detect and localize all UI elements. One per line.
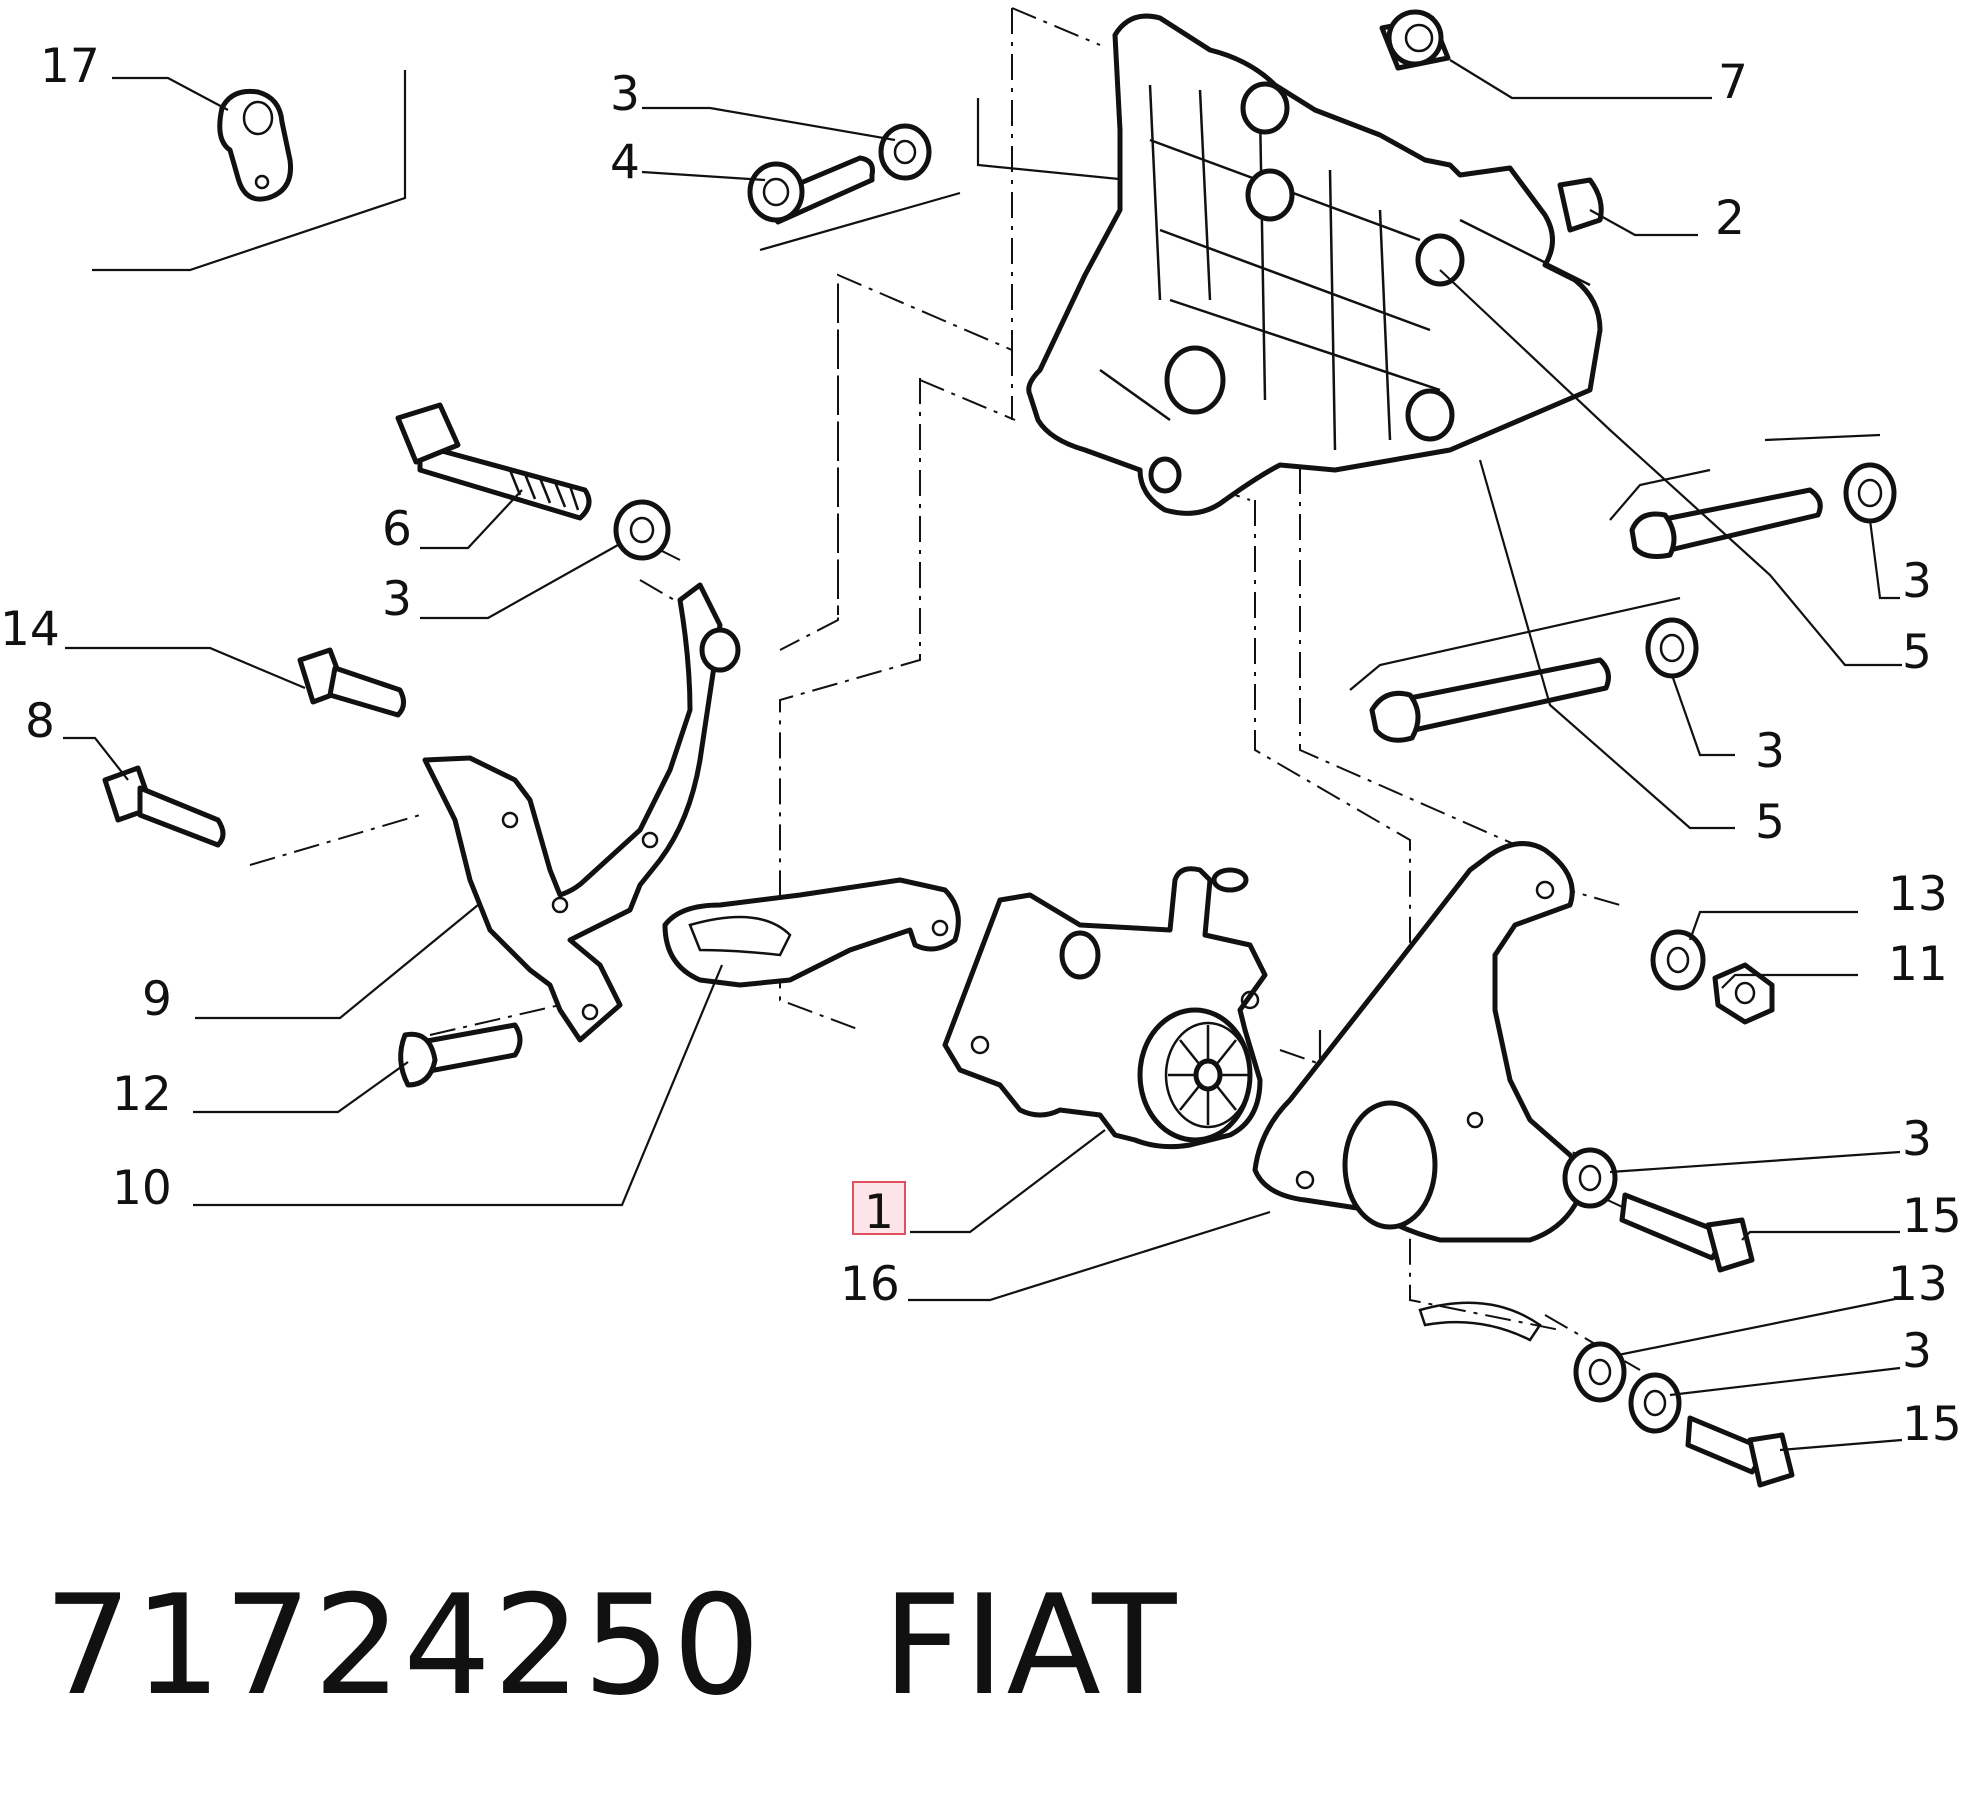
callout-3-top: 3 — [610, 67, 640, 122]
callout-8: 8 — [25, 694, 55, 749]
callout-3-left: 3 — [382, 572, 412, 627]
brand-name: FIAT — [882, 1565, 1179, 1726]
callout-15-lower: 15 — [1902, 1397, 1962, 1452]
plate-16 — [1252, 841, 1584, 1342]
part-number: 71724250 — [44, 1565, 763, 1726]
callout-2: 2 — [1715, 191, 1745, 246]
part-footer: 71724250 FIAT — [44, 1565, 1178, 1726]
callout-11: 11 — [1888, 937, 1948, 992]
bracket-9 — [422, 582, 741, 1043]
callout-3-right-d: 3 — [1902, 1324, 1932, 1379]
clip-part — [217, 88, 294, 202]
callout-1-highlight — [852, 1181, 906, 1235]
callout-14: 14 — [0, 602, 60, 657]
callout-10: 10 — [112, 1161, 172, 1216]
leader-lines — [63, 59, 1903, 1452]
callout-1: 1 — [864, 1185, 894, 1240]
callout-16: 16 — [840, 1257, 900, 1312]
callout-13-lower: 13 — [1888, 1257, 1948, 1312]
callout-7: 7 — [1718, 55, 1748, 110]
callout-3-right-b: 3 — [1755, 724, 1785, 779]
callout-3-right-c: 3 — [1902, 1112, 1932, 1167]
callout-6: 6 — [382, 502, 412, 557]
callout-labels: 17 3 4 7 2 6 3 14 8 9 12 10 3 5 3 5 13 1… — [0, 39, 1962, 1452]
callout-13-upper: 13 — [1888, 867, 1948, 922]
main-support-bracket — [1026, 13, 1604, 516]
callout-9: 9 — [142, 972, 172, 1027]
callout-15-upper: 15 — [1902, 1189, 1962, 1244]
callout-5-lower: 5 — [1755, 795, 1785, 850]
long-bolt-6 — [395, 402, 671, 561]
bushing-part — [1379, 9, 1451, 71]
pump-assembly — [942, 866, 1268, 1150]
callout-12: 12 — [112, 1067, 172, 1122]
arm-10 — [662, 877, 961, 988]
callout-4: 4 — [610, 135, 640, 190]
bolts-left — [102, 647, 523, 1088]
callout-5-upper: 5 — [1902, 625, 1932, 680]
callout-3-right-a: 3 — [1902, 554, 1932, 609]
callout-17: 17 — [40, 39, 100, 94]
bolt-washer-top — [747, 123, 932, 225]
